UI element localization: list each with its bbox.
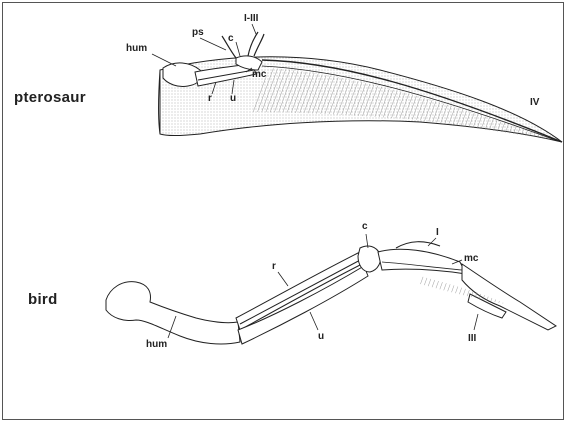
bird-u-label: u	[318, 332, 324, 342]
bird-i-label: I	[436, 228, 439, 238]
bird-r-label: r	[272, 262, 276, 272]
bird-wing	[106, 242, 556, 344]
bird-mc-label: mc	[464, 254, 478, 264]
bird-group-label: bird	[28, 292, 58, 307]
pterosaur-iv-label: IV	[530, 98, 539, 108]
pterosaur-digits-i-iii	[248, 32, 264, 56]
bird-ulna	[238, 266, 368, 344]
pterosaur-ps-label: ps	[192, 28, 204, 38]
bird-carpometacarpus	[378, 249, 466, 274]
bird-carpals	[358, 246, 381, 272]
pterosaur-u-label: u	[230, 94, 236, 104]
pterosaur-wing	[159, 32, 563, 142]
bird-c-label: c	[362, 222, 368, 232]
pterosaur-group-label: pterosaur	[14, 90, 86, 105]
pterosaur-hum-label: hum	[126, 44, 147, 54]
bird-humerus	[106, 282, 240, 344]
pterosaur-c-label: c	[228, 34, 234, 44]
pterosaur-r-label: r	[208, 94, 212, 104]
pterosaur-digits-i-iii-label: I-III	[244, 14, 258, 24]
bird-digit-i	[396, 242, 440, 248]
bird-hum-label: hum	[146, 340, 167, 350]
pterosaur-mc-label: mc	[252, 70, 266, 80]
bird-iii-label: III	[468, 334, 476, 344]
